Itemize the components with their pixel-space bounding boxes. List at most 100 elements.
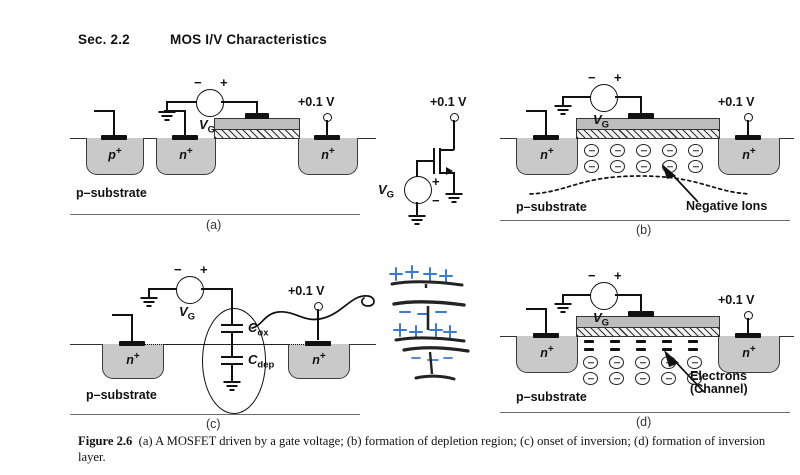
electrons-channel-label: Electrons (Channel) [690, 370, 748, 396]
gate-voltage-source-a [196, 89, 224, 117]
well-label-n-plus-drain-c: n+ [312, 351, 326, 368]
well-label-n-plus-source-c: n+ [126, 351, 140, 368]
nmos-symbol-group: +0.1 V + − VG [378, 90, 492, 226]
substrate-label-b: p–substrate [516, 200, 587, 214]
gate-poly-b [576, 118, 720, 130]
section-title: MOS I/V Characteristics [170, 32, 327, 47]
gate-contact-a [245, 113, 269, 119]
negative-ion [609, 356, 624, 369]
handwritten-capacitor-sketch-inset [389, 265, 470, 381]
channel-electron [688, 348, 698, 351]
panel-caption-b: (b) [636, 223, 652, 237]
electrons-label-line1: Electrons [690, 369, 747, 383]
substrate-label-c: p–substrate [86, 388, 157, 402]
capacitor-cdep-label-c: Cdep [248, 352, 275, 371]
contact-n-plus-source-c [119, 341, 145, 346]
vg-label-b: VG [593, 112, 610, 131]
negative-ion [583, 372, 598, 385]
well-n-plus-source-b: n+ [516, 138, 578, 175]
contact-n-plus-drain-b [735, 135, 761, 140]
drain-voltage-label-d: +0.1 V [718, 293, 755, 307]
channel-electron [636, 340, 646, 343]
wire-source-h-a [164, 110, 185, 112]
wire-drain-b [747, 120, 749, 137]
negative-ion [661, 372, 676, 385]
wire-source-v-a [184, 110, 186, 136]
well-n-plus-source-a: n+ [156, 138, 216, 175]
wire-body-v-d [545, 308, 547, 334]
negative-ion [635, 372, 650, 385]
vg-ground-d [554, 303, 572, 315]
well-n-plus-source-c: n+ [102, 344, 164, 379]
vg-minus-sign-d: − [588, 268, 596, 283]
panel-caption-a: (a) [206, 218, 222, 232]
symbol-drain-lead [440, 149, 454, 151]
wire-body-p-v-a [113, 110, 115, 136]
well-label-p-plus-a: p+ [108, 146, 122, 163]
symbol-vg-minus-sign: − [432, 193, 440, 208]
negative-ion [610, 160, 625, 173]
electrons-label-line2: (Channel) [690, 382, 748, 396]
vg-ground-b [554, 105, 572, 117]
gate-voltage-source-d [590, 282, 618, 310]
vg-plus-sign-a: + [220, 75, 228, 90]
contact-n-plus-drain-d [735, 333, 761, 338]
well-label-n-plus-drain-a: n+ [321, 146, 335, 163]
channel-electron [610, 348, 620, 351]
wire-body-h-c [112, 314, 132, 316]
wire-vg-right-a [221, 101, 257, 103]
contact-n-plus-drain-c [305, 341, 331, 346]
symbol-source-ground [445, 193, 463, 205]
wire-vg-left-down-d [562, 294, 564, 304]
negative-ion [636, 160, 651, 173]
wire-vg-right-d [615, 294, 641, 296]
negative-ion [688, 160, 703, 173]
drain-voltage-label-b: +0.1 V [718, 95, 755, 109]
wire-vg-left-d [562, 294, 591, 296]
vg-label-a: VG [199, 117, 216, 136]
symbol-wire-drain [453, 120, 455, 150]
symbol-vg-label: VG [378, 182, 395, 201]
gate-oxide-a [214, 128, 300, 139]
vg-label-d: VG [593, 310, 610, 329]
panel-a: p+ n+ n+ − + [70, 76, 380, 240]
symbol-gate-bar [433, 148, 435, 174]
drain-voltage-label-a: +0.1 V [298, 95, 335, 109]
gate-voltage-source-c [176, 276, 204, 304]
wire-vg-right-c [201, 288, 232, 290]
well-label-n-plus-source-b: n+ [540, 146, 554, 163]
panel-caption-d: (d) [636, 415, 652, 429]
depletion-boundary-b [529, 175, 751, 195]
symbol-wire-gate-down [416, 160, 418, 177]
capacitor-highlight-ellipse-c [202, 308, 266, 414]
panel-caption-c: (c) [206, 417, 221, 431]
gate-oxide-d [576, 326, 720, 337]
wire-drain-c [317, 309, 319, 340]
contact-n-plus-source-a [172, 135, 198, 140]
wire-vg-left-c [148, 288, 177, 290]
negative-ion [584, 160, 599, 173]
handwritten-squiggle-annotation-c [251, 295, 375, 329]
contact-p-plus-a [101, 135, 127, 140]
wire-vg-left-b [562, 96, 591, 98]
panel-baseline-a [70, 214, 360, 215]
vg-minus-sign-c: − [174, 262, 182, 277]
negative-ion [636, 144, 651, 157]
symbol-gate-voltage-source [404, 176, 432, 204]
well-n-plus-drain-d: n+ [718, 336, 780, 373]
wire-vg-left-down-b [562, 96, 564, 106]
wire-vg-right-b [615, 96, 641, 98]
channel-electron [688, 340, 698, 343]
symbol-vg-plus-sign: + [432, 174, 440, 189]
vg-minus-sign-a: − [194, 75, 202, 90]
gate-poly-a [214, 118, 300, 130]
contact-n-plus-drain-a [314, 135, 340, 140]
wire-drain-d [747, 318, 749, 335]
substrate-label-d: p–substrate [516, 390, 587, 404]
negative-ions-pointer-arrow [662, 164, 699, 203]
contact-n-plus-source-b [533, 135, 559, 140]
well-label-n-plus-source-a: n+ [179, 146, 193, 163]
symbol-wire-source-down [453, 172, 455, 194]
wire-vg-to-gate-a [256, 101, 258, 115]
